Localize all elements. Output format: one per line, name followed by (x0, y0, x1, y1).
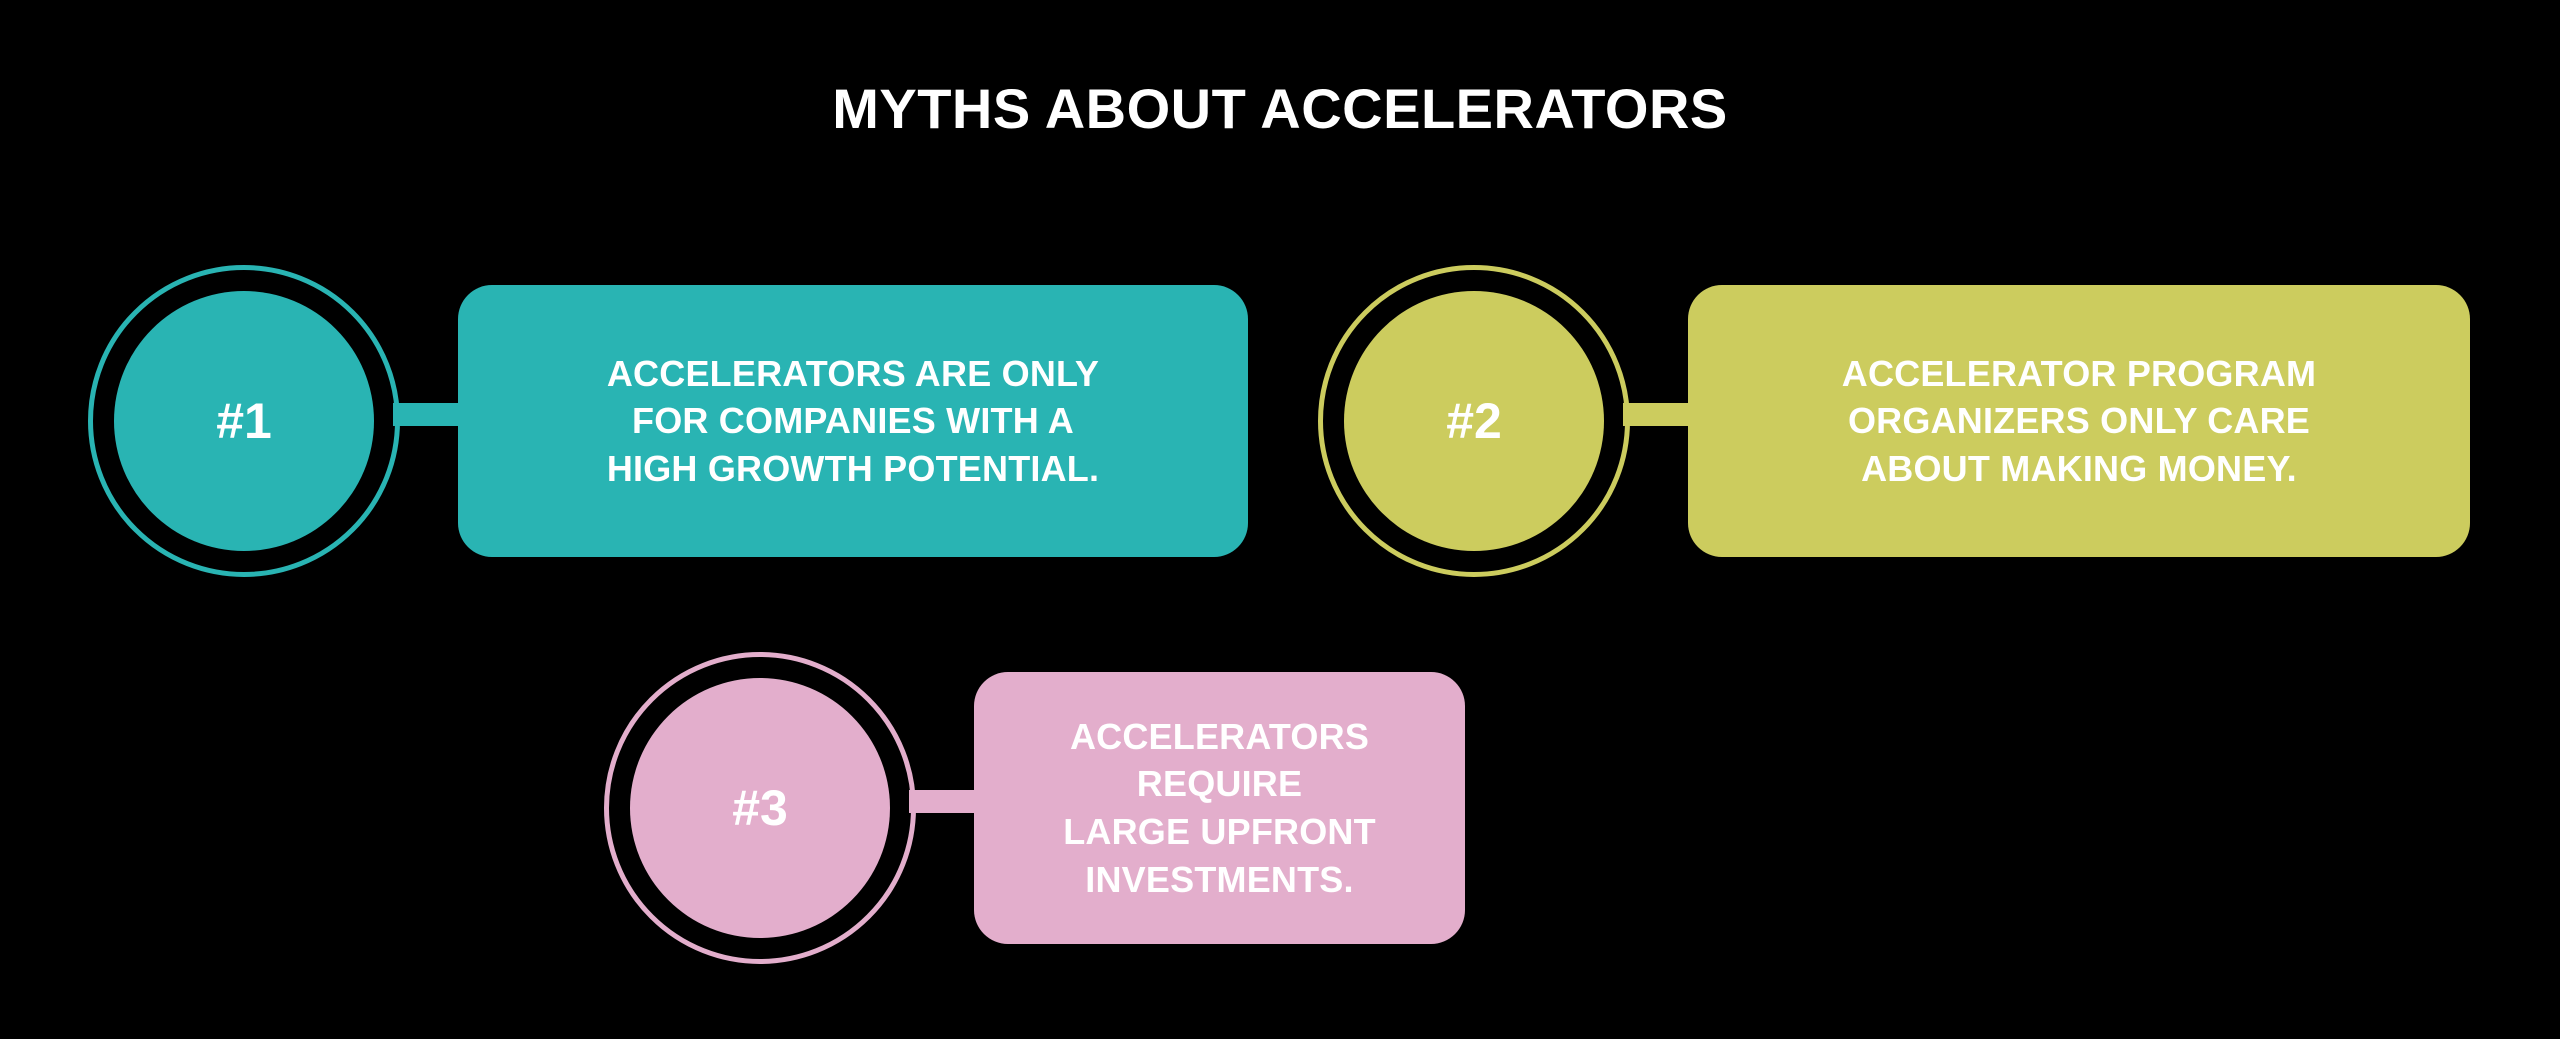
myth-badge-2: #2 (1318, 265, 1630, 577)
myth-text-1: ACCELERATORS ARE ONLY FOR COMPANIES WITH… (606, 352, 1100, 489)
myth-number-1: #1 (216, 393, 272, 449)
myth-text-2: ACCELERATOR PROGRAM ORGANIZERS ONLY CARE… (1841, 352, 2317, 489)
myth-item-3: #3 ACCELERATORS REQUIRE LARGE UPFRONT IN… (604, 652, 1465, 964)
myth-card-1: ACCELERATORS ARE ONLY FOR COMPANIES WITH… (458, 285, 1248, 557)
connector-bar-1 (393, 403, 473, 426)
connector-bar-2 (1623, 403, 1703, 426)
page-title: MYTHS ABOUT ACCELERATORS (832, 77, 1728, 140)
myth-item-1: #1 ACCELERATORS ARE ONLY FOR COMPANIES W… (88, 265, 1248, 577)
badge-disc-3: #3 (630, 678, 890, 938)
badge-disc-1: #1 (114, 291, 374, 551)
myth-item-2: #2 ACCELERATOR PROGRAM ORGANIZERS ONLY C… (1318, 265, 2470, 577)
myth-text-3: ACCELERATORS REQUIRE LARGE UPFRONT INVES… (1063, 715, 1376, 900)
myth-number-2: #2 (1446, 393, 1502, 449)
myth-number-3: #3 (732, 780, 788, 836)
connector-bar-3 (909, 790, 989, 813)
myth-card-2: ACCELERATOR PROGRAM ORGANIZERS ONLY CARE… (1688, 285, 2470, 557)
badge-disc-2: #2 (1344, 291, 1604, 551)
myth-card-3: ACCELERATORS REQUIRE LARGE UPFRONT INVES… (974, 672, 1465, 944)
myth-badge-3: #3 (604, 652, 916, 964)
myth-badge-1: #1 (88, 265, 400, 577)
